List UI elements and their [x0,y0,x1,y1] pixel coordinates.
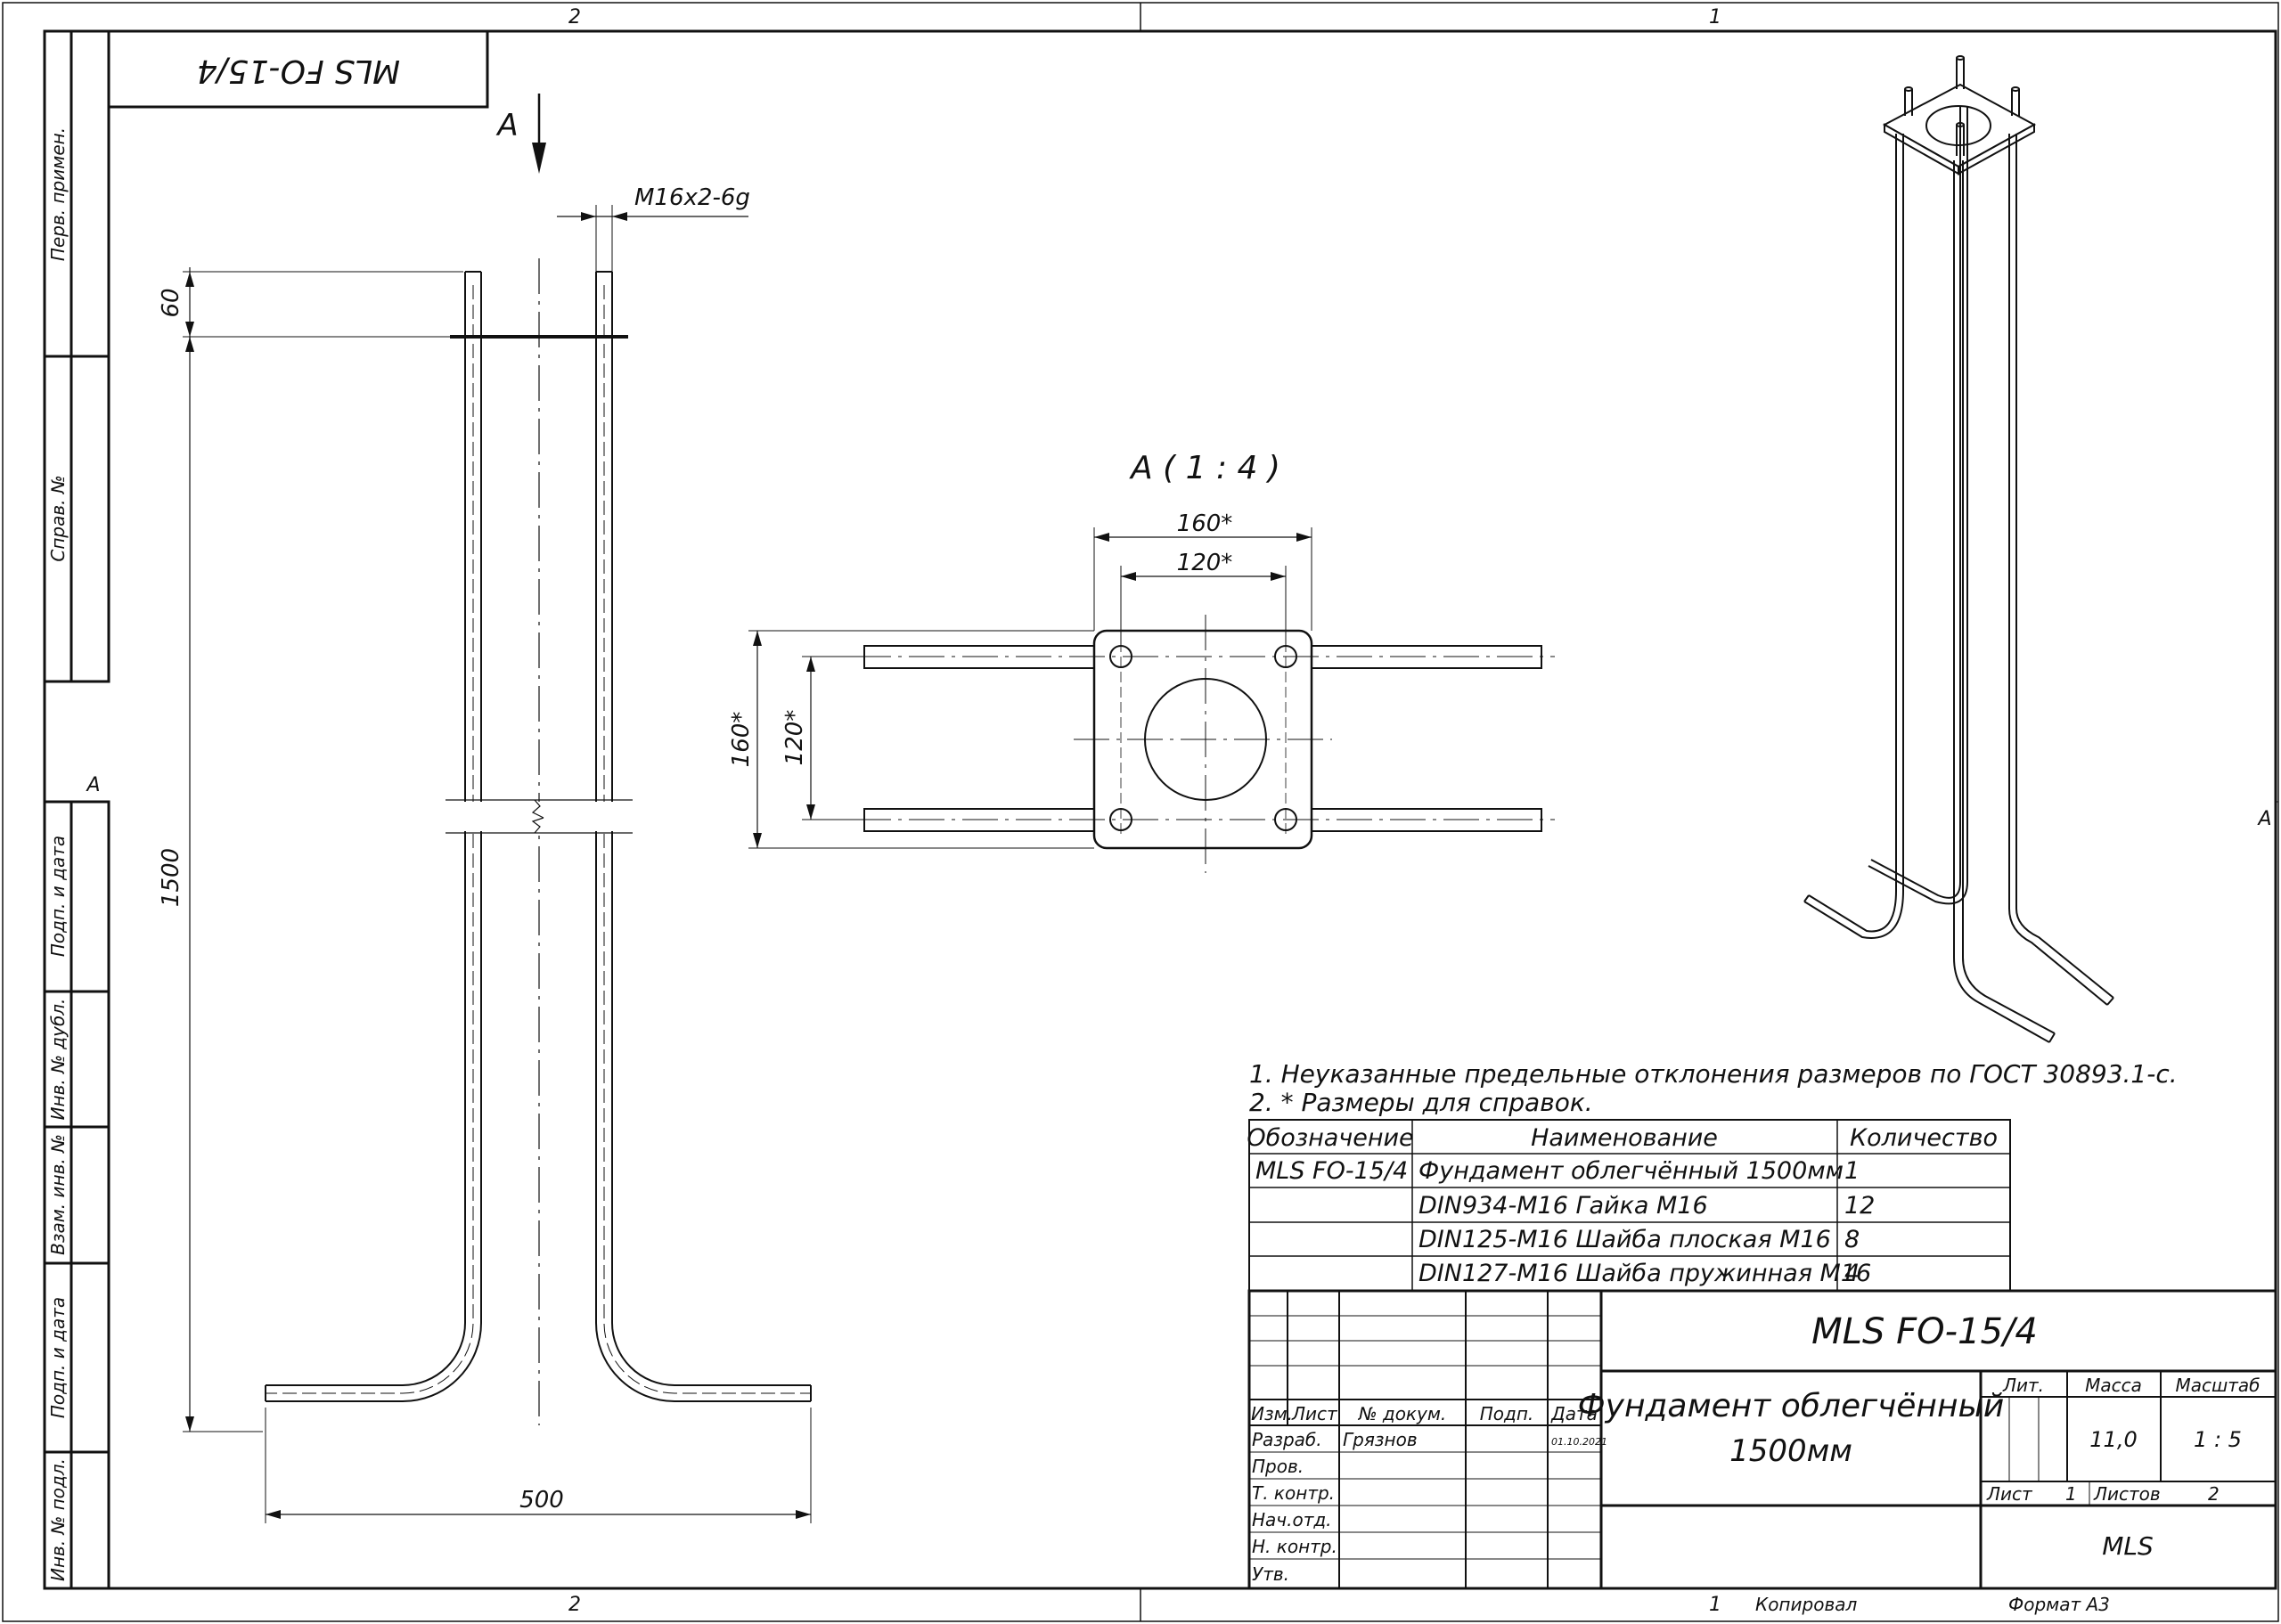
tb-list-label: Лист [1986,1483,2033,1505]
tb-lit-label: Лит. [2002,1375,2044,1396]
tb-utv-label: Утв. [1252,1563,1289,1585]
spec-row-code: MLS FO-15/4 [1255,1157,1408,1185]
strip-inv-dubl: Инв. № дубл. [47,999,69,1121]
tb-org: MLS [2102,1531,2154,1561]
strip-inv-podl: Инв. № подл. [47,1458,69,1581]
strip-perv-primen: Перв. примен. [47,127,69,261]
spec-header-name: Наименование [1531,1124,1718,1152]
tb-razrab-name: Грязнов [1343,1429,1418,1450]
copied-label: Копировал [1755,1594,1857,1615]
dim-60: 60 [158,288,184,317]
tb-col-docum: № докум. [1358,1403,1447,1424]
spec-header-qty: Количество [1850,1124,1998,1152]
mirrored-code-box [107,29,489,109]
strip-vzam-inv: Взам. инв. № [47,1134,69,1255]
zone-top-left: 2 [568,6,581,29]
spec-header-code: Обозначение [1247,1124,1413,1152]
spec-row-qty: 1 [1844,1157,1860,1185]
tb-listov-label: Листов [2093,1483,2161,1505]
strip-podp-data-2: Подп. и дата [47,1297,69,1418]
tb-nachotd-label: Нач.отд. [1252,1509,1332,1530]
side-view-bolts [265,258,812,1425]
spec-row-name: DIN125-M16 Шайба плоская М16 [1418,1226,1831,1253]
spec-row-name: Фундамент облегчённый 1500мм [1418,1157,1844,1185]
tb-razrab-label: Разраб. [1252,1429,1322,1450]
format-label: Формат А3 [2008,1594,2110,1615]
isometric-view [1803,55,2114,1043]
zone-top-right: 1 [1709,6,1721,29]
tb-prov-label: Пров. [1252,1456,1304,1477]
tb-designation: MLS FO-15/4 [1811,1311,2038,1352]
dim-500: 500 [519,1487,564,1514]
title-block [1247,1289,2277,1590]
tb-masshtab-label: Масштаб [2175,1375,2260,1396]
strip-sprav-no: Справ. № [47,475,69,561]
tb-name-line2: 1500мм [1729,1433,1852,1469]
view-letter: A [495,108,518,143]
thread-label: M16x2-6g [634,184,750,211]
tb-col-list: Лист [1291,1403,1338,1424]
left-strip [43,29,110,1590]
tb-list-value: 1 [2065,1483,2077,1505]
tb-col-data: Дата [1550,1403,1598,1424]
side-horizontal-dimension [265,1408,812,1523]
thread-callout [557,205,748,272]
tb-masshtab-value: 1 : 5 [2194,1427,2242,1452]
tb-col-izm: Изм. [1251,1403,1293,1424]
spec-row-name: DIN934-M16 Гайка М16 [1418,1192,1708,1220]
dim-160-vertical: 160* [728,712,755,768]
spec-row-qty: 8 [1844,1226,1860,1253]
tb-massa-value: 11,0 [2089,1427,2137,1452]
tb-massa-label: Масса [2085,1375,2142,1396]
spec-row-qty: 12 [1844,1192,1875,1220]
zone-bottom-left: 2 [568,1594,581,1616]
dim-120-horizontal: 120* [1177,550,1233,576]
note-2: 2. * Размеры для справок. [1249,1088,1593,1117]
tb-razrab-date: 01.10.2021 [1551,1436,1607,1448]
tb-listov-value: 2 [2208,1483,2220,1505]
spec-row-name: DIN127-M16 Шайба пружинная М16 [1418,1260,1871,1287]
dim-120-vertical: 120* [781,710,808,766]
view-arrow [532,94,546,174]
spec-row-qty: 4 [1844,1260,1860,1287]
tb-name-line1: Фундамент облегчённый [1578,1388,2005,1424]
plan-view-title: А ( 1 : 4 ) [1129,450,1280,486]
mirrored-code: MLS FO-15/4 [197,53,400,89]
plan-dimensions [748,527,1312,849]
zone-side-right: A [2256,808,2271,830]
tb-col-podp: Подп. [1480,1403,1534,1424]
zone-bottom-right: 1 [1709,1594,1721,1616]
tb-nkontr-label: Н. контр. [1252,1536,1337,1557]
dim-1500: 1500 [158,848,184,907]
dim-160-horizontal: 160* [1177,510,1233,537]
strip-podp-data-1: Подп. и дата [47,836,69,957]
tb-tkontr-label: Т. контр. [1252,1482,1335,1504]
zone-side-left: A [85,774,100,796]
note-1: 1. Неуказанные предельные отклонения раз… [1249,1059,2178,1089]
side-vertical-dimensions [183,267,463,1432]
plan-view [855,615,1555,873]
